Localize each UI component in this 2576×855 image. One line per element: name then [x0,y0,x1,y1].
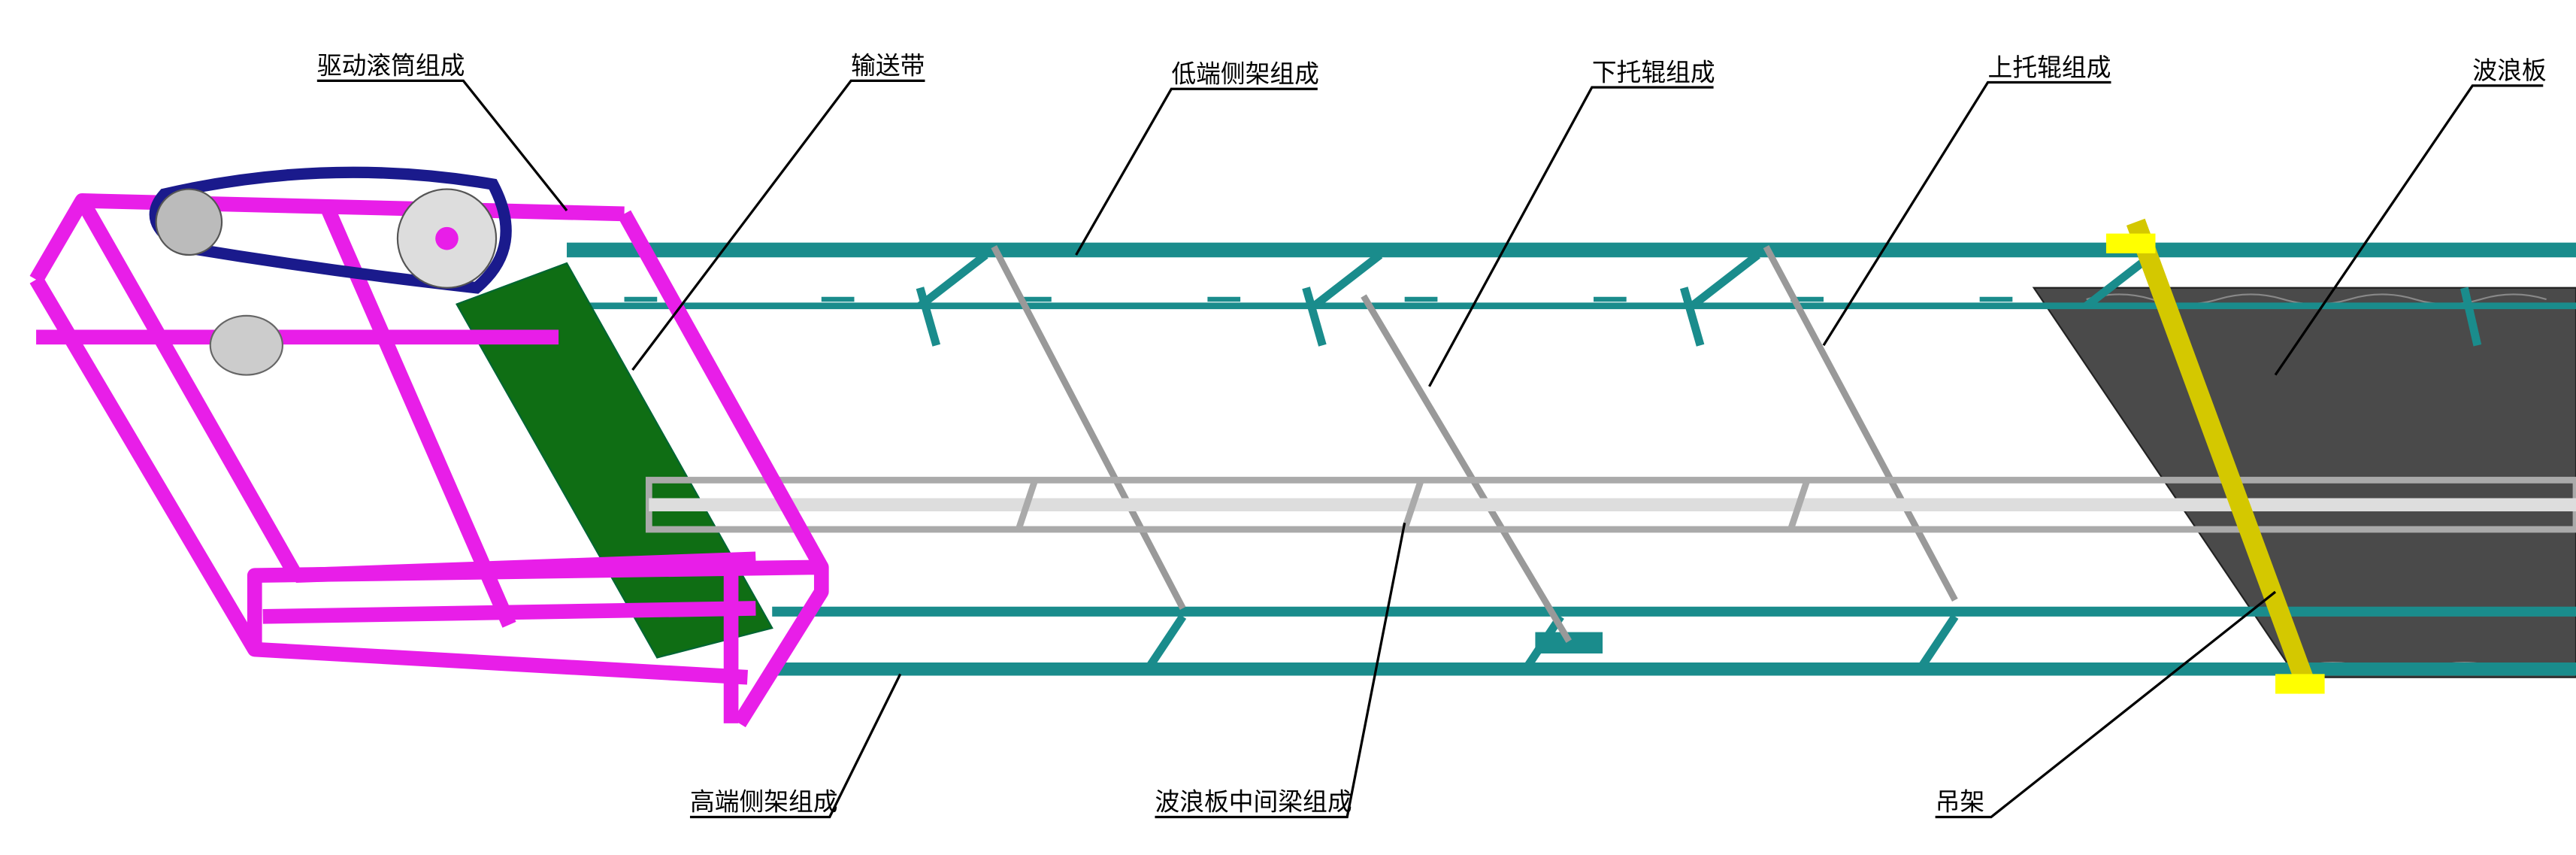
wave-plate-middle-beam [645,477,2576,533]
side-rails [567,242,2576,676]
label-hanger: 吊架 [1936,788,1985,817]
idler-rods [991,245,1958,643]
drive-sprockets [149,166,512,376]
hanger [2105,218,2325,694]
label-belt: 输送带 [851,52,925,80]
label-wave-plate: 波浪板 [2472,56,2546,85]
callouts [316,79,2544,819]
label-low-side-frame: 低端侧架组成 [1171,60,1319,89]
label-high-side-frame: 高端侧架组成 [690,788,838,817]
label-drive-drum: 驱动滚筒组成 [317,52,465,80]
label-middle-beam: 波浪板中间梁组成 [1155,788,1352,817]
label-lower-idler: 下托辊组成 [1592,58,1715,86]
label-upper-idler: 上托辊组成 [1988,53,2111,82]
